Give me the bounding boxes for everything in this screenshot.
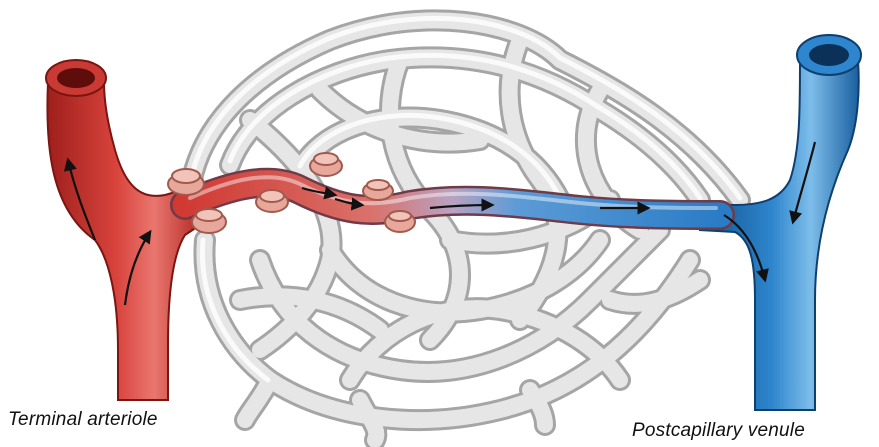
label-terminal-arteriole: Terminal arteriole: [8, 409, 158, 431]
terminal-arteriole: [46, 60, 200, 400]
label-postcapillary-venule: Postcapillary venule: [632, 420, 805, 442]
